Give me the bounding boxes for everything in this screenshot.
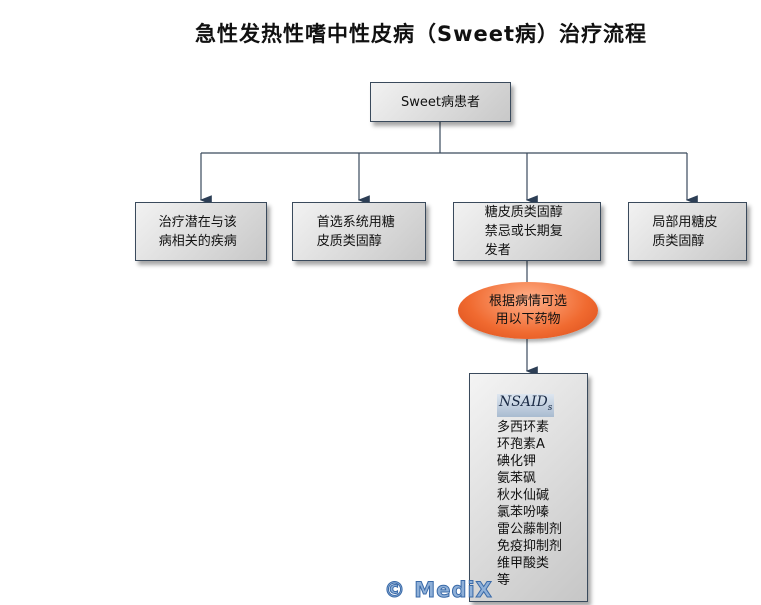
branch-label: 糖皮质类固醇禁忌或长期复发者 [484, 205, 563, 258]
nsaids-heading: NSAIDs [497, 394, 555, 417]
drug-item: 碘化钾 [497, 453, 537, 469]
drug-item: 环孢素A [497, 436, 545, 452]
watermark: © MediX [384, 578, 493, 603]
drug-item: 氯苯吩嗪 [497, 504, 550, 520]
root-label: Sweet病患者 [401, 94, 480, 110]
branch-label: 局部用糖皮质类固醇 [652, 214, 718, 249]
branch-label: 治疗潜在与该病相关的疾病 [158, 214, 237, 249]
drug-item: 氨苯砜 [497, 470, 537, 486]
drug-item: 等 [497, 572, 511, 588]
drug-item: 免疫抑制剂 [497, 538, 563, 554]
nsaids-text: NSAID [499, 394, 548, 410]
page-title: 急性发热性嗜中性皮病（Sweet病）治疗流程 [195, 22, 648, 46]
branch-node-underlying: 治疗潜在与该病相关的疾病 [135, 202, 267, 261]
drug-item: 多西环素 [497, 419, 550, 435]
branch-label: 首选系统用糖皮质类固醇 [316, 214, 395, 249]
branch-node-systemic: 首选系统用糖皮质类固醇 [292, 202, 426, 261]
drug-list: NSAIDs 多西环素 环孢素A 碘化钾 氨苯砜 秋水仙碱 氯苯吩嗪 雷公藤制剂… [469, 373, 588, 602]
decision-label: 根据病情可选用以下药物 [488, 293, 567, 327]
drug-item: 雷公藤制剂 [497, 521, 563, 537]
branch-node-topical: 局部用糖皮质类固醇 [628, 202, 747, 261]
drug-item: 维甲酸类 [497, 555, 550, 571]
decision-node: 根据病情可选用以下药物 [458, 282, 598, 339]
drug-item: 秋水仙碱 [497, 487, 550, 503]
root-node: Sweet病患者 [370, 82, 511, 122]
branch-node-contraindicated: 糖皮质类固醇禁忌或长期复发者 [453, 202, 601, 261]
nsaids-sub: s [547, 402, 553, 413]
